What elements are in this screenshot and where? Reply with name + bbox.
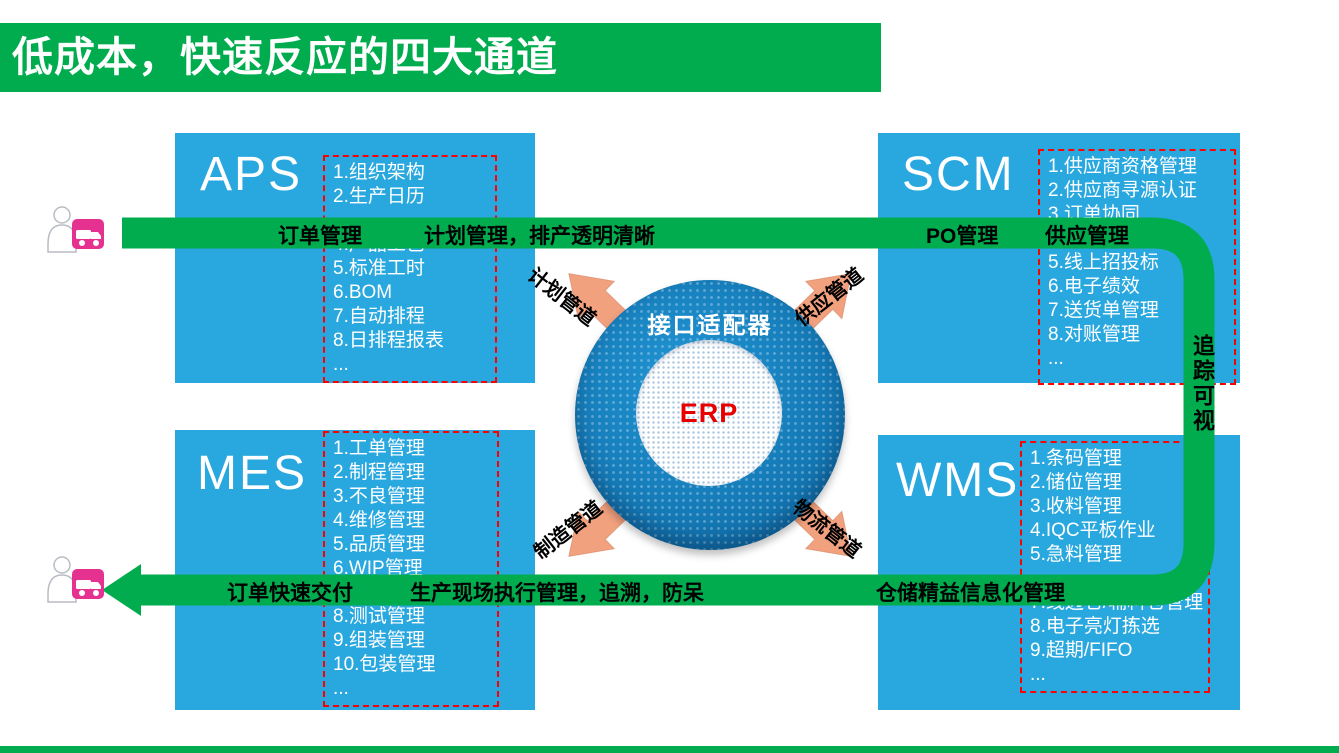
flow-text-plan-management: 计划管理，排产透明清晰 bbox=[424, 225, 655, 248]
list-item: ... bbox=[333, 678, 349, 699]
list-item: 8.电子亮灯拣选 bbox=[1030, 616, 1160, 637]
list-item: 2.储位管理 bbox=[1030, 472, 1122, 493]
flow-text-trace-visibility: 追踪可视 bbox=[1190, 334, 1215, 434]
module-title-scm: SCM bbox=[902, 148, 1015, 201]
hub-label: 接口适配器 bbox=[647, 312, 773, 338]
list-item: 2.生产日历 bbox=[333, 186, 425, 207]
list-item: 8.日排程报表 bbox=[333, 330, 444, 351]
list-item: ... bbox=[333, 354, 349, 375]
flow-text-shopfloor-execution: 生产现场执行管理，追溯，防呆 bbox=[410, 582, 704, 605]
title-bar: 低成本，快速反应的四大通道 bbox=[0, 23, 881, 92]
module-title-aps: APS bbox=[200, 148, 303, 201]
list-item: 1.工单管理 bbox=[333, 438, 425, 459]
flow-text-po-management: PO管理 bbox=[926, 225, 999, 248]
list-item: 1.条码管理 bbox=[1030, 448, 1122, 469]
list-item: 4.IQC平板作业 bbox=[1030, 520, 1156, 541]
list-item: 5.品质管理 bbox=[333, 534, 425, 555]
list-item: 1.组织架构 bbox=[333, 162, 425, 183]
interface-adapter-hub: 接口适配器 ERP bbox=[575, 280, 845, 550]
flow-text-warehouse-lean: 仓储精益信息化管理 bbox=[876, 582, 1065, 605]
list-item: 1.供应商资格管理 bbox=[1048, 156, 1197, 177]
erp-core: ERP bbox=[636, 340, 782, 486]
list-item: 6.BOM bbox=[333, 282, 393, 303]
list-item: 7.自动排程 bbox=[333, 306, 425, 327]
list-item: 7.送货单管理 bbox=[1048, 300, 1159, 321]
flow-text-supply-management: 供应管理 bbox=[1045, 225, 1129, 248]
erp-label: ERP bbox=[679, 397, 739, 428]
list-item: 2.制程管理 bbox=[333, 462, 425, 483]
page-title: 低成本，快速反应的四大通道 bbox=[12, 34, 558, 80]
module-title-wms: WMS bbox=[896, 454, 1020, 507]
list-item: 5.线上招投标 bbox=[1048, 252, 1159, 273]
list-item: 6.电子绩效 bbox=[1048, 276, 1140, 297]
list-item: 3.不良管理 bbox=[333, 486, 425, 507]
list-item: 2.供应商寻源认证 bbox=[1048, 180, 1197, 201]
list-item: 5.急料管理 bbox=[1030, 544, 1122, 565]
list-item: ... bbox=[1030, 664, 1046, 685]
worker-forklift-icon bbox=[47, 556, 104, 603]
list-item: 8.测试管理 bbox=[333, 606, 425, 627]
list-item: 4.维修管理 bbox=[333, 510, 425, 531]
list-item: 3.收料管理 bbox=[1030, 496, 1122, 517]
bottom-accent-bar bbox=[0, 746, 1339, 753]
list-item: 10.包装管理 bbox=[333, 654, 436, 675]
module-title-mes: MES bbox=[197, 447, 308, 500]
worker-forklift-icon bbox=[47, 206, 104, 253]
list-item: 9.组装管理 bbox=[333, 630, 425, 651]
list-item: 9.超期/FIFO bbox=[1030, 640, 1133, 661]
logistics-channel-label: 物流管道 bbox=[788, 496, 865, 563]
flow-text-fast-delivery: 订单快速交付 bbox=[227, 582, 353, 605]
flow-text-order-management: 订单管理 bbox=[278, 225, 362, 248]
list-item: 5.标准工时 bbox=[333, 258, 425, 279]
